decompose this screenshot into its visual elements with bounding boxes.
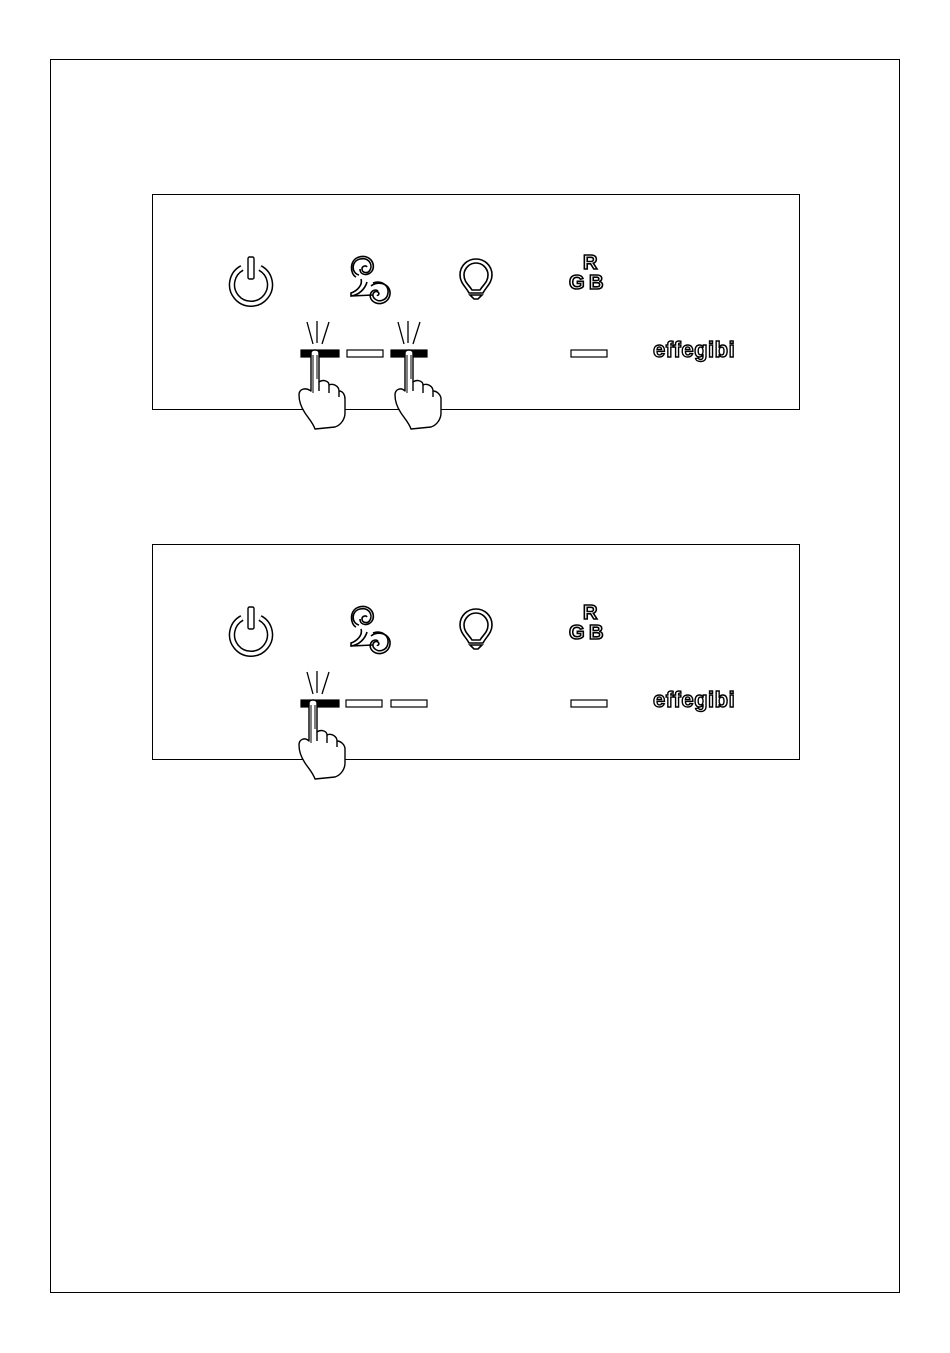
control-panel-1: R G B effegibi (152, 194, 800, 410)
light-bulb-icon[interactable] (460, 609, 492, 649)
speed-led-2[interactable] (346, 700, 382, 707)
speed-led-2[interactable] (347, 350, 383, 357)
speed-led-3[interactable] (391, 700, 427, 707)
press-rays-1 (307, 671, 329, 694)
rgb-letter-g: G (569, 273, 585, 293)
fan-swirl-icon[interactable] (351, 606, 390, 653)
brand-logo: effegibi (653, 339, 735, 361)
light-led[interactable] (571, 700, 607, 707)
power-icon[interactable] (232, 607, 270, 654)
panel-2-artwork (153, 545, 801, 785)
rgb-letter-g: G (569, 623, 585, 643)
brand-logo: effegibi (653, 689, 735, 711)
rgb-letter-r: R (583, 603, 597, 623)
light-led[interactable] (571, 350, 607, 357)
rgb-letter-b: B (589, 273, 603, 293)
press-rays-1 (307, 321, 329, 344)
fan-swirl-icon[interactable] (351, 256, 390, 303)
power-icon[interactable] (232, 257, 270, 304)
speed-led-1[interactable] (301, 350, 339, 357)
speed-led-1[interactable] (301, 700, 339, 707)
panel-1-artwork (153, 195, 801, 435)
pointing-hand-icon (299, 700, 345, 779)
pointing-hand-icon (299, 350, 345, 429)
press-rays-2 (398, 321, 420, 344)
rgb-letter-r: R (583, 253, 597, 273)
rgb-letter-b: B (589, 623, 603, 643)
light-bulb-icon[interactable] (460, 259, 492, 299)
control-panel-2: R G B effegibi (152, 544, 800, 760)
pointing-hand-icon (395, 350, 441, 429)
